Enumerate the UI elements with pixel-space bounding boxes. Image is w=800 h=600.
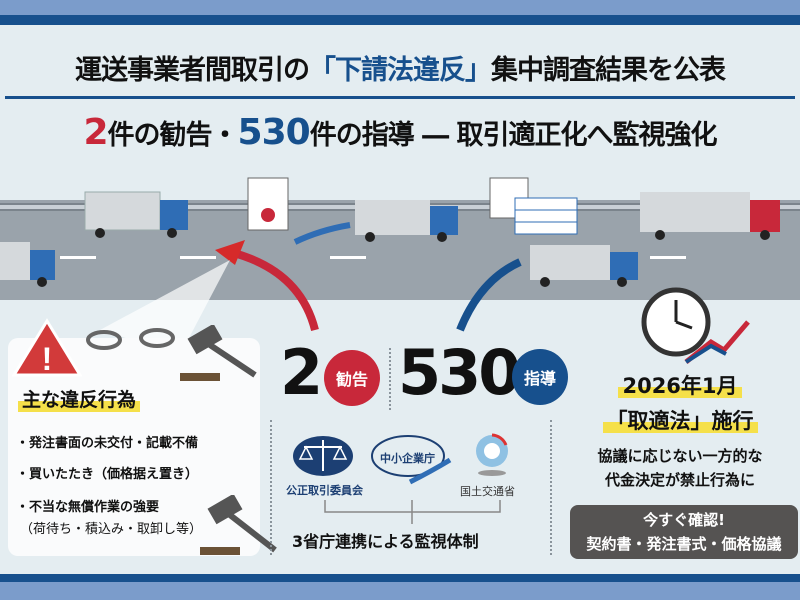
violations-heading: 主な違反行為 — [18, 385, 141, 412]
cta-box: 今すぐ確認! 契約書・発注書式・価格協議 — [570, 505, 798, 559]
law-desc-line2: 代金決定が禁止行為に — [604, 471, 755, 489]
agencies-caption: 3省庁連携による監視体制 — [292, 532, 479, 551]
recommend-badge: 勧告 — [324, 350, 380, 406]
svg-text:!: ! — [42, 341, 53, 377]
lane-marking — [180, 256, 216, 259]
bottom-band — [0, 582, 800, 600]
impact-burst-icon — [215, 240, 245, 265]
subtitle-part1: 件の勧告・ — [107, 120, 239, 151]
violation-item: ・発注書面の未交付・記載不備 — [16, 436, 199, 451]
guidance-count: 530 — [398, 336, 521, 409]
spreadsheet-icon — [489, 177, 578, 235]
clock-rising-chart-icon — [641, 287, 750, 364]
guidance-badge: 指導 — [512, 349, 568, 405]
cta-line1: 今すぐ確認! — [643, 511, 725, 529]
page-title: 運送事業者間取引の「下請法違反」集中調査結果を公表 — [0, 48, 800, 87]
subtitle-num-guidance: 530 — [237, 112, 311, 153]
bottom-bar — [0, 574, 800, 582]
red-arrow-icon — [229, 248, 319, 332]
sme-agency-label: 中小企業庁 — [380, 452, 435, 465]
ftc-label: 公正取引委員会 — [286, 484, 363, 497]
violation-item: ・買いたたき（価格据え置き） — [16, 467, 199, 482]
arrow-icon — [293, 222, 351, 245]
title-post: 集中調査結果を公表 — [491, 55, 726, 86]
truck-icon — [0, 242, 55, 287]
law-date: 2026年1月 — [560, 370, 800, 400]
subtitle-num-recommend: 2 — [83, 112, 108, 153]
broken-chain-icon — [86, 328, 175, 350]
truck-icon — [530, 245, 638, 287]
recommend-count: 2 — [280, 336, 323, 409]
law-desc-line1: 協議に応じない一方的な — [597, 447, 763, 465]
violation-item-detail: （荷待ち・積込み・取卸し等） — [20, 522, 203, 537]
spotlight-beam — [100, 260, 230, 340]
dotted-divider — [270, 420, 272, 555]
lane-marking — [650, 256, 686, 259]
gavel-icon — [200, 495, 277, 555]
top-band — [0, 0, 800, 15]
title-highlight: 「下請法違反」 — [309, 55, 492, 86]
truck-icon — [84, 191, 188, 238]
lane-marking — [330, 256, 366, 259]
truck-icon — [355, 200, 458, 242]
violation-item: ・不当な無償作業の強要 — [16, 500, 160, 515]
divider — [5, 96, 795, 99]
trucks-and-arrows-icon — [0, 177, 780, 340]
law-date-text: 2026年1月 — [618, 374, 742, 398]
mlit-label: 国土交通省 — [460, 485, 515, 498]
ftc-logo-icon — [293, 436, 353, 476]
top-bar — [0, 15, 800, 25]
mlit-logo-icon — [476, 433, 508, 476]
subtitle: 2件の勧告・530件の指導 ― 取引適正化へ監視強化 — [0, 112, 800, 153]
document-icon — [247, 177, 289, 231]
sme-agency-logo-icon — [371, 435, 452, 485]
law-name-text: 「取適法」施行 — [602, 409, 758, 433]
lane-marking — [60, 256, 96, 259]
dotted-divider — [389, 348, 391, 410]
bracket-connector — [324, 500, 501, 524]
subtitle-part2: 件の指導 ― 取引適正化へ監視強化 — [309, 120, 718, 151]
law-name: 「取適法」施行 — [560, 405, 800, 435]
cta-line2: 契約書・発注書式・価格協議 — [586, 535, 782, 553]
blue-arrow-icon — [456, 258, 522, 332]
warning-icon: ! — [12, 318, 82, 377]
title-pre: 運送事業者間取引の — [75, 55, 310, 86]
dotted-divider — [550, 420, 552, 555]
gavel-icon — [180, 325, 257, 381]
truck-icon — [640, 192, 780, 240]
